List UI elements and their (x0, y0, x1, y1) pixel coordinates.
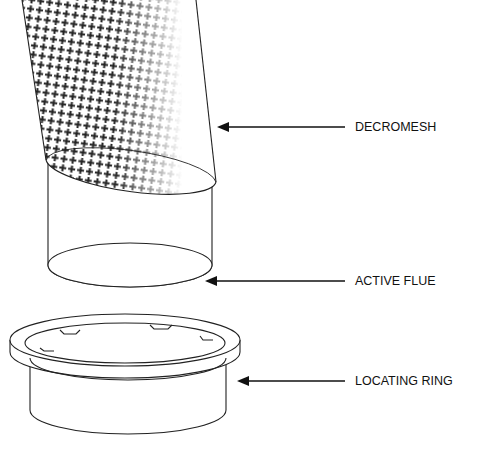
leader-arrows (205, 122, 345, 386)
locating-ring (10, 314, 240, 434)
part-label: ACTIVE FLUE (353, 274, 438, 289)
part-label: DECROMESH (353, 120, 438, 135)
part-label: LOCATING RING (353, 374, 455, 389)
decromesh-tube (0, 0, 240, 200)
